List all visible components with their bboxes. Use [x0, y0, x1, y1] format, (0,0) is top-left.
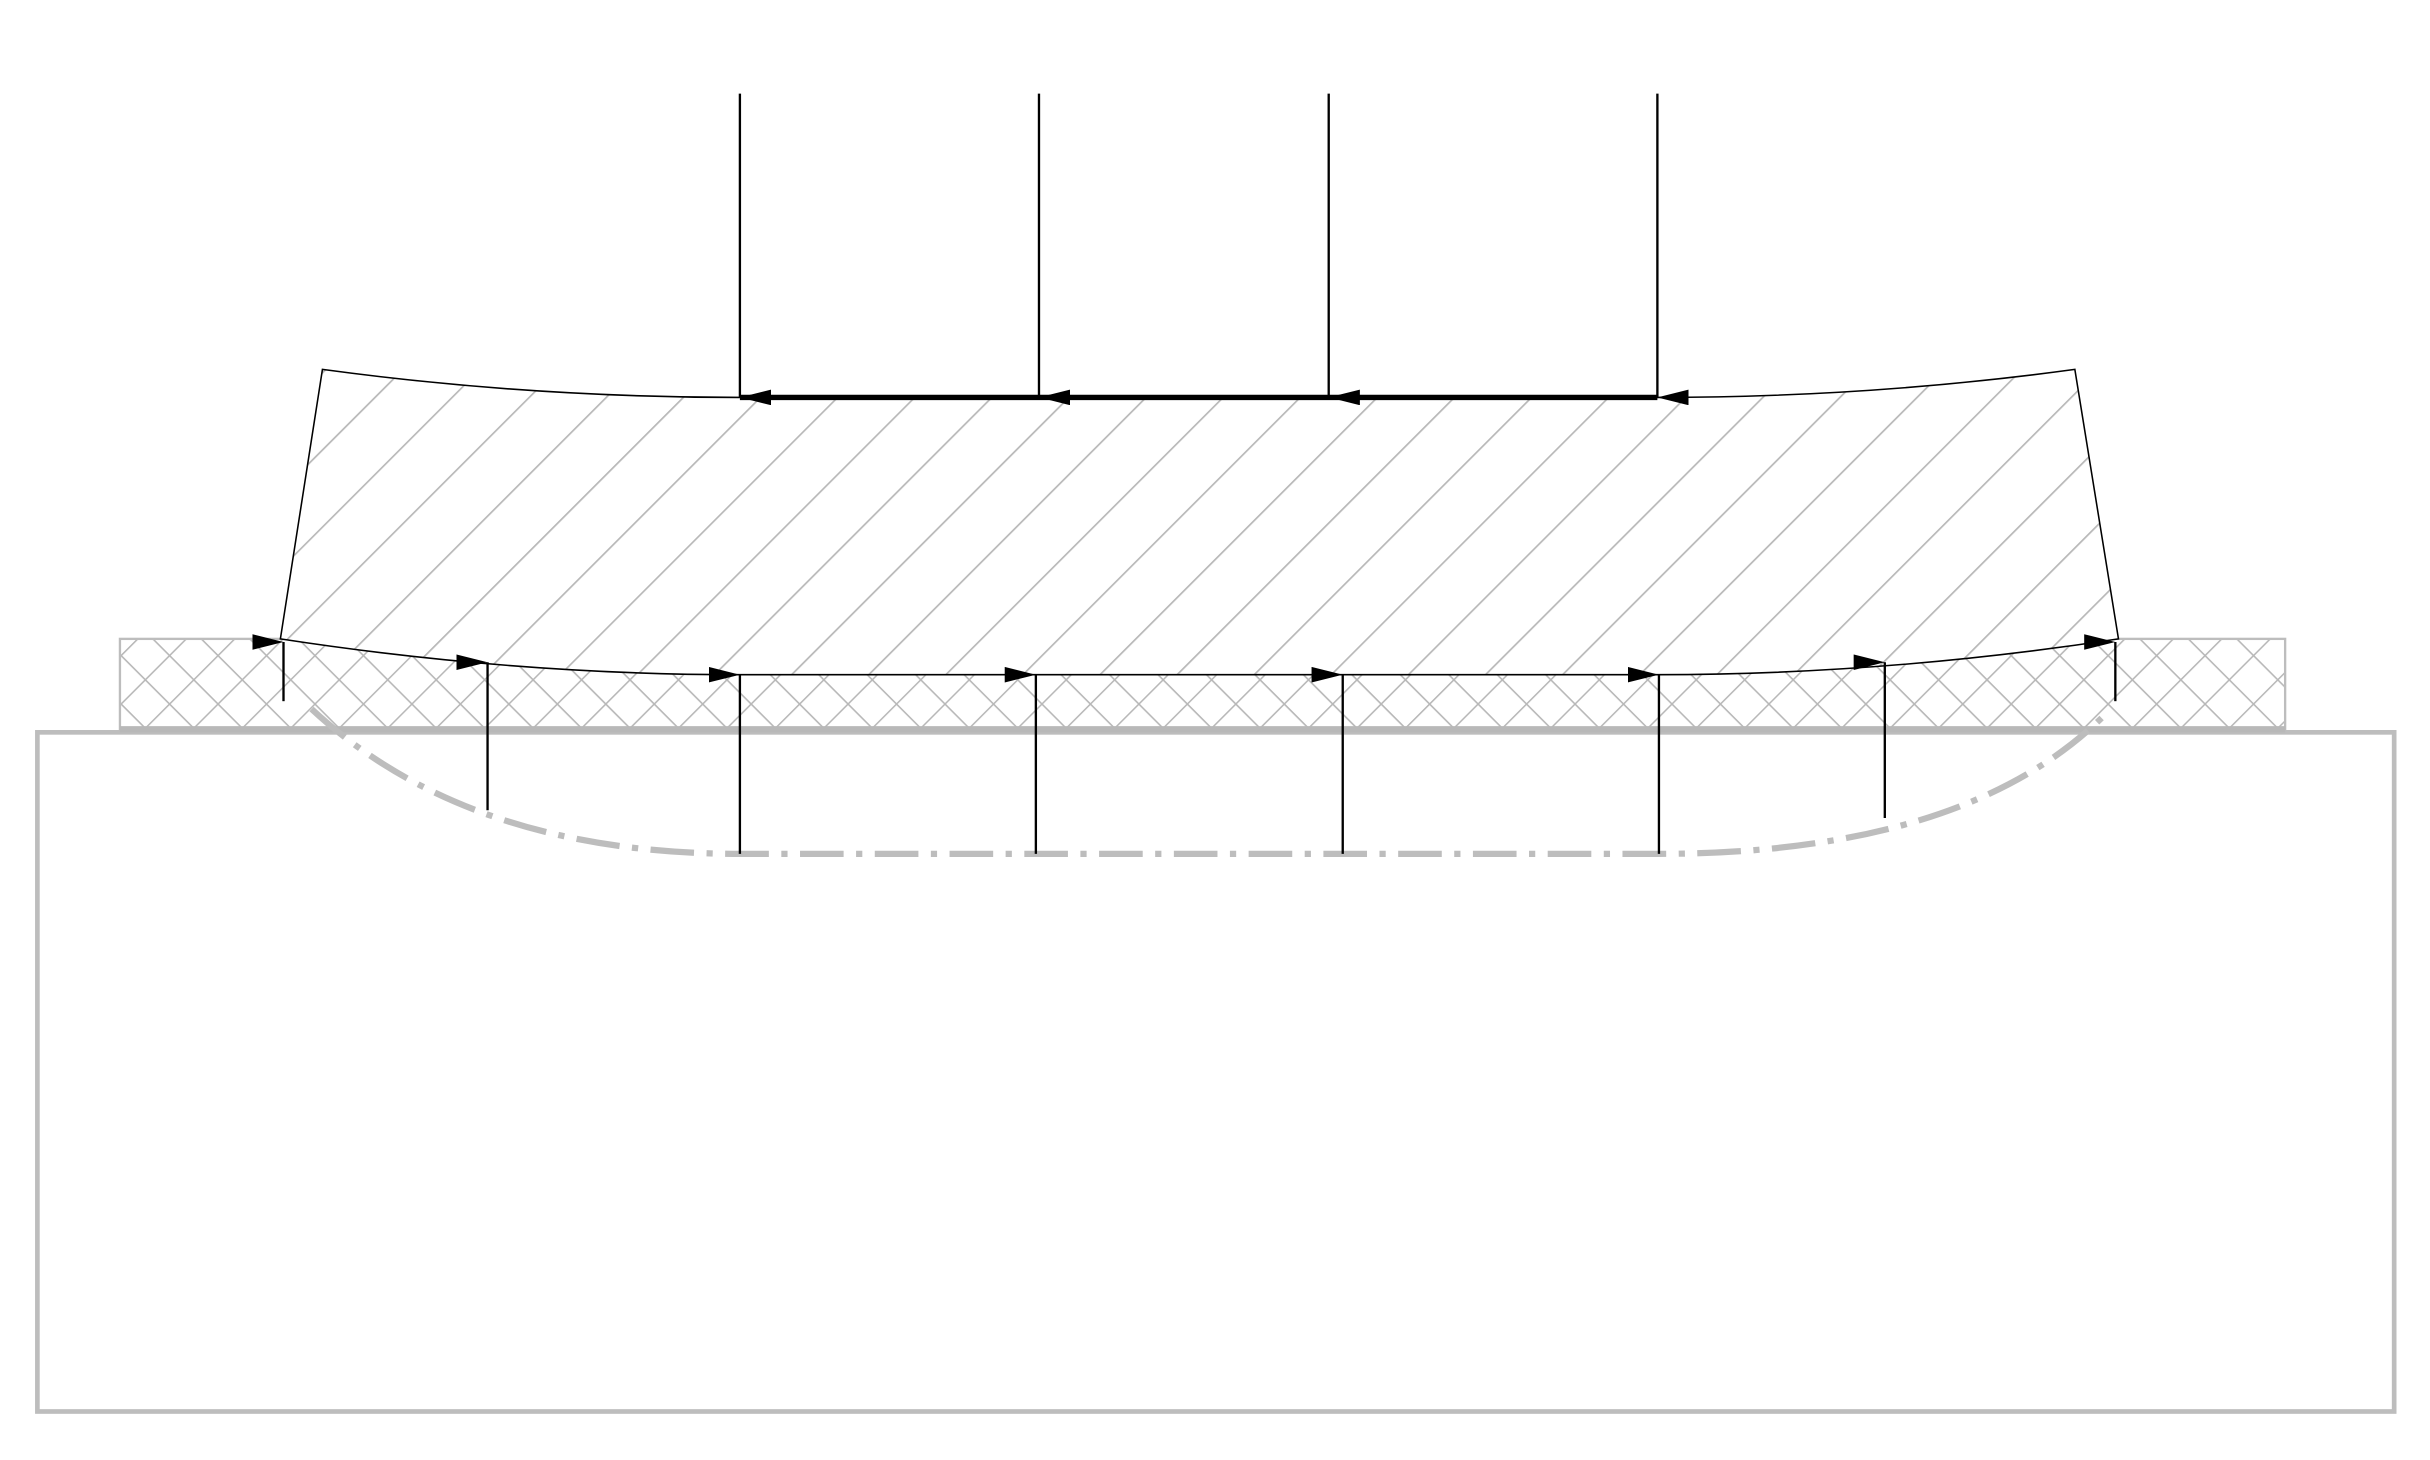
reaction-arrows	[252, 634, 2117, 854]
loaded-block-hatch	[279, 368, 2120, 676]
load-arrows	[738, 93, 1689, 406]
foundation-base	[35, 729, 2397, 1414]
